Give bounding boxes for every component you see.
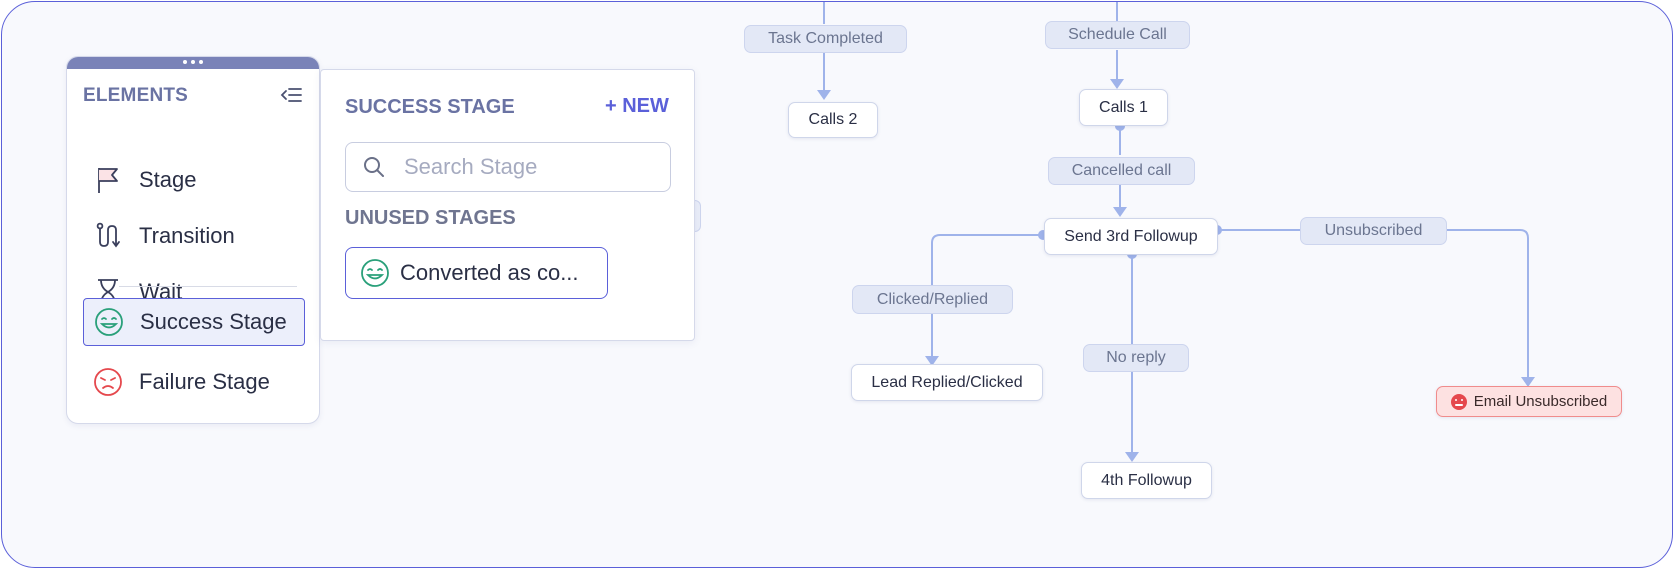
success-stage-popup: SUCCESS STAGE + NEW UNUSED STAGES Conver… [320,69,695,341]
element-label: Success Stage [140,309,287,334]
unused-stage-label: Converted as co... [400,260,579,285]
stage-calls-1[interactable]: Calls 1 [1079,89,1168,126]
collapse-panel-icon[interactable] [279,84,303,106]
element-success-stage[interactable]: Success Stage [83,298,305,346]
stage-email-unsubscribed[interactable]: Email Unsubscribed [1436,386,1622,417]
happy-face-icon [361,259,389,287]
transition-no-reply[interactable]: No reply [1083,344,1189,372]
search-input[interactable] [402,153,666,181]
drag-handle[interactable] [67,57,319,69]
stage-send-3rd-followup[interactable]: Send 3rd Followup [1044,218,1218,255]
transition-icon [93,221,123,251]
popup-title: SUCCESS STAGE [345,96,515,118]
element-failure-stage[interactable]: Failure Stage [83,358,305,406]
sad-face-icon [1450,393,1467,410]
transition-cancelled-call[interactable]: Cancelled call [1048,157,1195,185]
element-transition[interactable]: Transition [83,212,305,260]
panel-divider [119,286,297,287]
element-label: Failure Stage [139,369,270,394]
elements-title: ELEMENTS [83,85,189,106]
stage-lead-replied-clicked[interactable]: Lead Replied/Clicked [851,364,1043,401]
transition-task-completed[interactable]: Task Completed [744,25,907,53]
search-icon [364,157,384,177]
transition-clicked-replied[interactable]: Clicked/Replied [852,285,1013,314]
element-label: Transition [139,223,235,248]
stage-calls-2[interactable]: Calls 2 [788,102,878,138]
transition-schedule-call[interactable]: Schedule Call [1045,21,1190,49]
element-stage[interactable]: Stage [83,156,305,204]
hidden-transition-label [690,200,701,232]
flag-icon [93,165,123,195]
stage-label: Email Unsubscribed [1473,393,1608,410]
happy-face-icon [94,307,124,337]
search-stage-field[interactable] [345,142,671,192]
unused-stages-title: UNUSED STAGES [345,207,516,229]
sad-face-icon [93,367,123,397]
unused-stage-chip[interactable]: Converted as co... [345,247,608,299]
elements-panel: ELEMENTS Stage Transition Wait [66,56,320,424]
transition-unsubscribed[interactable]: Unsubscribed [1300,217,1447,245]
new-stage-button[interactable]: + NEW [605,95,669,117]
element-label: Stage [139,167,197,192]
stage-4th-followup[interactable]: 4th Followup [1081,462,1212,499]
